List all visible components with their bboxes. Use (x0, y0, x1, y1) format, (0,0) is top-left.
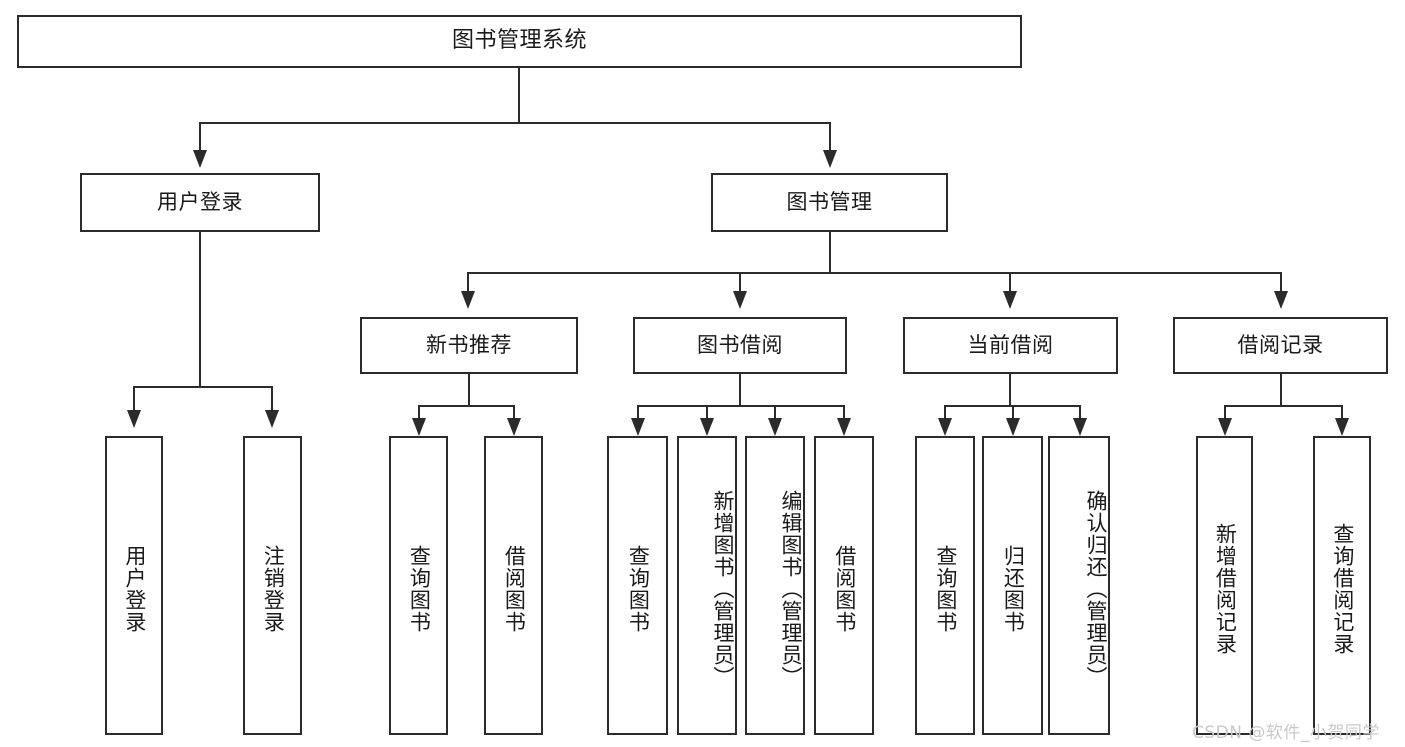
connector-to-current-borrow (1009, 272, 1011, 292)
node-label: 新书推荐 (426, 332, 512, 357)
connector-user-login-bus (133, 386, 273, 388)
node-label: 借阅图书 (832, 544, 857, 633)
connector-to-user-login (199, 122, 201, 152)
arrow-bb-leaf4 (837, 418, 851, 436)
node-borrow-record[interactable]: 借阅记录 (1173, 317, 1388, 374)
leaf-query-book-3[interactable]: 查询图书 (915, 436, 975, 735)
arrow-br-leaf1 (1218, 418, 1232, 436)
node-label: 查询图书 (626, 544, 651, 633)
leaf-edit-book[interactable]: 编辑图书（管理员） (745, 436, 805, 735)
connector-user-login-stem (199, 232, 201, 387)
node-label: 图书管理 (786, 189, 873, 214)
arrow-to-borrow-record (1274, 291, 1288, 309)
connector-cb-leaf1 (944, 405, 946, 419)
arrow-user-login-leaf1 (127, 410, 141, 428)
leaf-query-book-1[interactable]: 查询图书 (389, 436, 448, 735)
node-label: 新增图书（管理员） (711, 489, 735, 688)
connector-current-borrow-bus (944, 405, 1079, 407)
connector-to-book-manage (829, 122, 831, 152)
node-book-borrow[interactable]: 图书借阅 (633, 317, 847, 374)
connector-nbr-leaf1 (418, 405, 420, 419)
leaf-add-record[interactable]: 新增借阅记录 (1196, 436, 1253, 735)
watermark-text: CSDN @软件_小贺同学 (1192, 723, 1380, 743)
arrow-nbr-leaf1 (412, 418, 426, 436)
node-label: 编辑图书（管理员） (779, 489, 803, 688)
connector-to-book-borrow (739, 272, 741, 292)
node-book-manage[interactable]: 图书管理 (711, 173, 948, 232)
node-current-borrow[interactable]: 当前借阅 (903, 317, 1118, 374)
connector-new-book-rec-stem (468, 374, 470, 406)
leaf-add-book[interactable]: 新增图书（管理员） (677, 436, 737, 735)
node-label: 借阅记录 (1237, 332, 1324, 357)
node-label: 当前借阅 (967, 332, 1054, 357)
connector-book-manage-bus (467, 272, 1282, 274)
leaf-borrow-book-1[interactable]: 借阅图书 (484, 436, 543, 735)
arrow-user-login-leaf2 (265, 410, 279, 428)
connector-nbr-leaf2 (513, 405, 515, 419)
connector-bb-leaf2 (706, 405, 708, 419)
connector-new-book-rec-bus (418, 405, 514, 407)
arrow-to-book-borrow (733, 291, 747, 309)
connector-cb-leaf3 (1079, 405, 1081, 419)
node-user-login[interactable]: 用户登录 (80, 173, 320, 232)
node-label: 查询借阅记录 (1330, 522, 1355, 655)
connector-borrow-record-bus (1224, 405, 1342, 407)
node-label: 归还图书 (1001, 544, 1026, 633)
node-new-book-rec[interactable]: 新书推荐 (360, 317, 578, 374)
node-label: 注销登录 (261, 544, 286, 633)
connector-br-leaf2 (1341, 405, 1343, 419)
leaf-query-record[interactable]: 查询借阅记录 (1313, 436, 1371, 735)
node-label: 查询图书 (407, 544, 432, 633)
arrow-to-current-borrow (1003, 291, 1017, 309)
leaf-user-login[interactable]: 用户登录 (105, 436, 163, 735)
connector-br-leaf1 (1224, 405, 1226, 419)
connector-current-borrow-stem (1009, 374, 1011, 406)
arrow-to-user-login (193, 150, 207, 168)
leaf-confirm-return[interactable]: 确认归还（管理员） (1048, 436, 1110, 735)
node-label: 借阅图书 (502, 544, 527, 633)
connector-book-borrow-stem (739, 374, 741, 406)
connector-root-stem (518, 68, 520, 123)
arrow-cb-leaf2 (1006, 418, 1020, 436)
connector-user-login-leaf2 (271, 386, 273, 412)
connector-to-borrow-record (1280, 272, 1282, 292)
connector-book-borrow-bus (637, 405, 844, 407)
node-label: 查询图书 (933, 544, 958, 633)
leaf-query-book-2[interactable]: 查询图书 (607, 436, 668, 735)
node-label: 用户登录 (157, 189, 243, 214)
arrow-bb-leaf1 (631, 418, 645, 436)
connector-borrow-record-stem (1280, 374, 1282, 406)
leaf-logout[interactable]: 注销登录 (243, 436, 302, 735)
connector-cb-leaf2 (1012, 405, 1014, 419)
connector-bb-leaf1 (637, 405, 639, 419)
connector-user-login-leaf1 (133, 386, 135, 412)
connector-to-new-book-rec (467, 272, 469, 292)
arrow-to-book-manage (823, 150, 837, 168)
connector-book-manage-stem (829, 232, 831, 273)
node-root-system[interactable]: 图书管理系统 (17, 15, 1022, 68)
connector-bb-leaf3 (774, 405, 776, 419)
arrow-cb-leaf1 (938, 418, 952, 436)
node-label: 新增借阅记录 (1213, 522, 1238, 655)
arrow-cb-leaf3 (1073, 418, 1087, 436)
arrow-br-leaf2 (1335, 418, 1349, 436)
leaf-borrow-book-2[interactable]: 借阅图书 (814, 436, 874, 735)
node-label: 图书管理系统 (451, 28, 587, 54)
node-label: 图书借阅 (697, 332, 783, 357)
arrow-bb-leaf2 (700, 418, 714, 436)
arrow-bb-leaf3 (768, 418, 782, 436)
arrow-nbr-leaf2 (507, 418, 521, 436)
leaf-return-book[interactable]: 归还图书 (982, 436, 1043, 735)
node-label: 用户登录 (122, 544, 147, 633)
node-label: 确认归还（管理员） (1084, 489, 1108, 688)
arrow-to-new-book-rec (461, 291, 475, 309)
connector-bb-leaf4 (843, 405, 845, 419)
connector-root-bus (199, 122, 830, 124)
